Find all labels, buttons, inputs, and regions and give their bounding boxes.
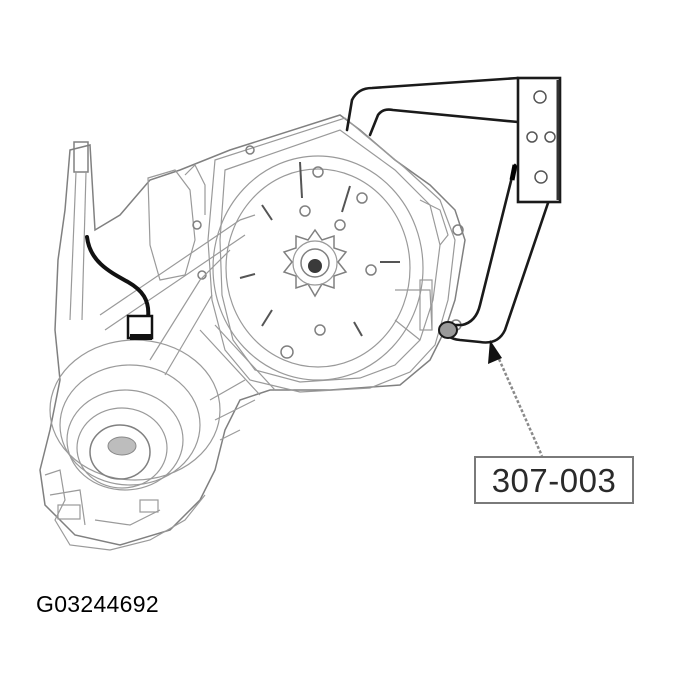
callout-arrow	[488, 340, 544, 457]
special-tool-307-003	[345, 76, 562, 344]
bell-ribs	[239, 161, 400, 337]
tool-callout-label: 307-003	[474, 456, 634, 504]
tool-number: 307-003	[491, 461, 617, 499]
wiring-harness	[85, 235, 154, 340]
transmission-housing	[39, 114, 466, 546]
figure-id: G03244692	[36, 591, 159, 617]
flange-bolts	[245, 145, 464, 359]
input-shaft-hub	[282, 228, 348, 298]
rear-housing	[44, 141, 276, 551]
